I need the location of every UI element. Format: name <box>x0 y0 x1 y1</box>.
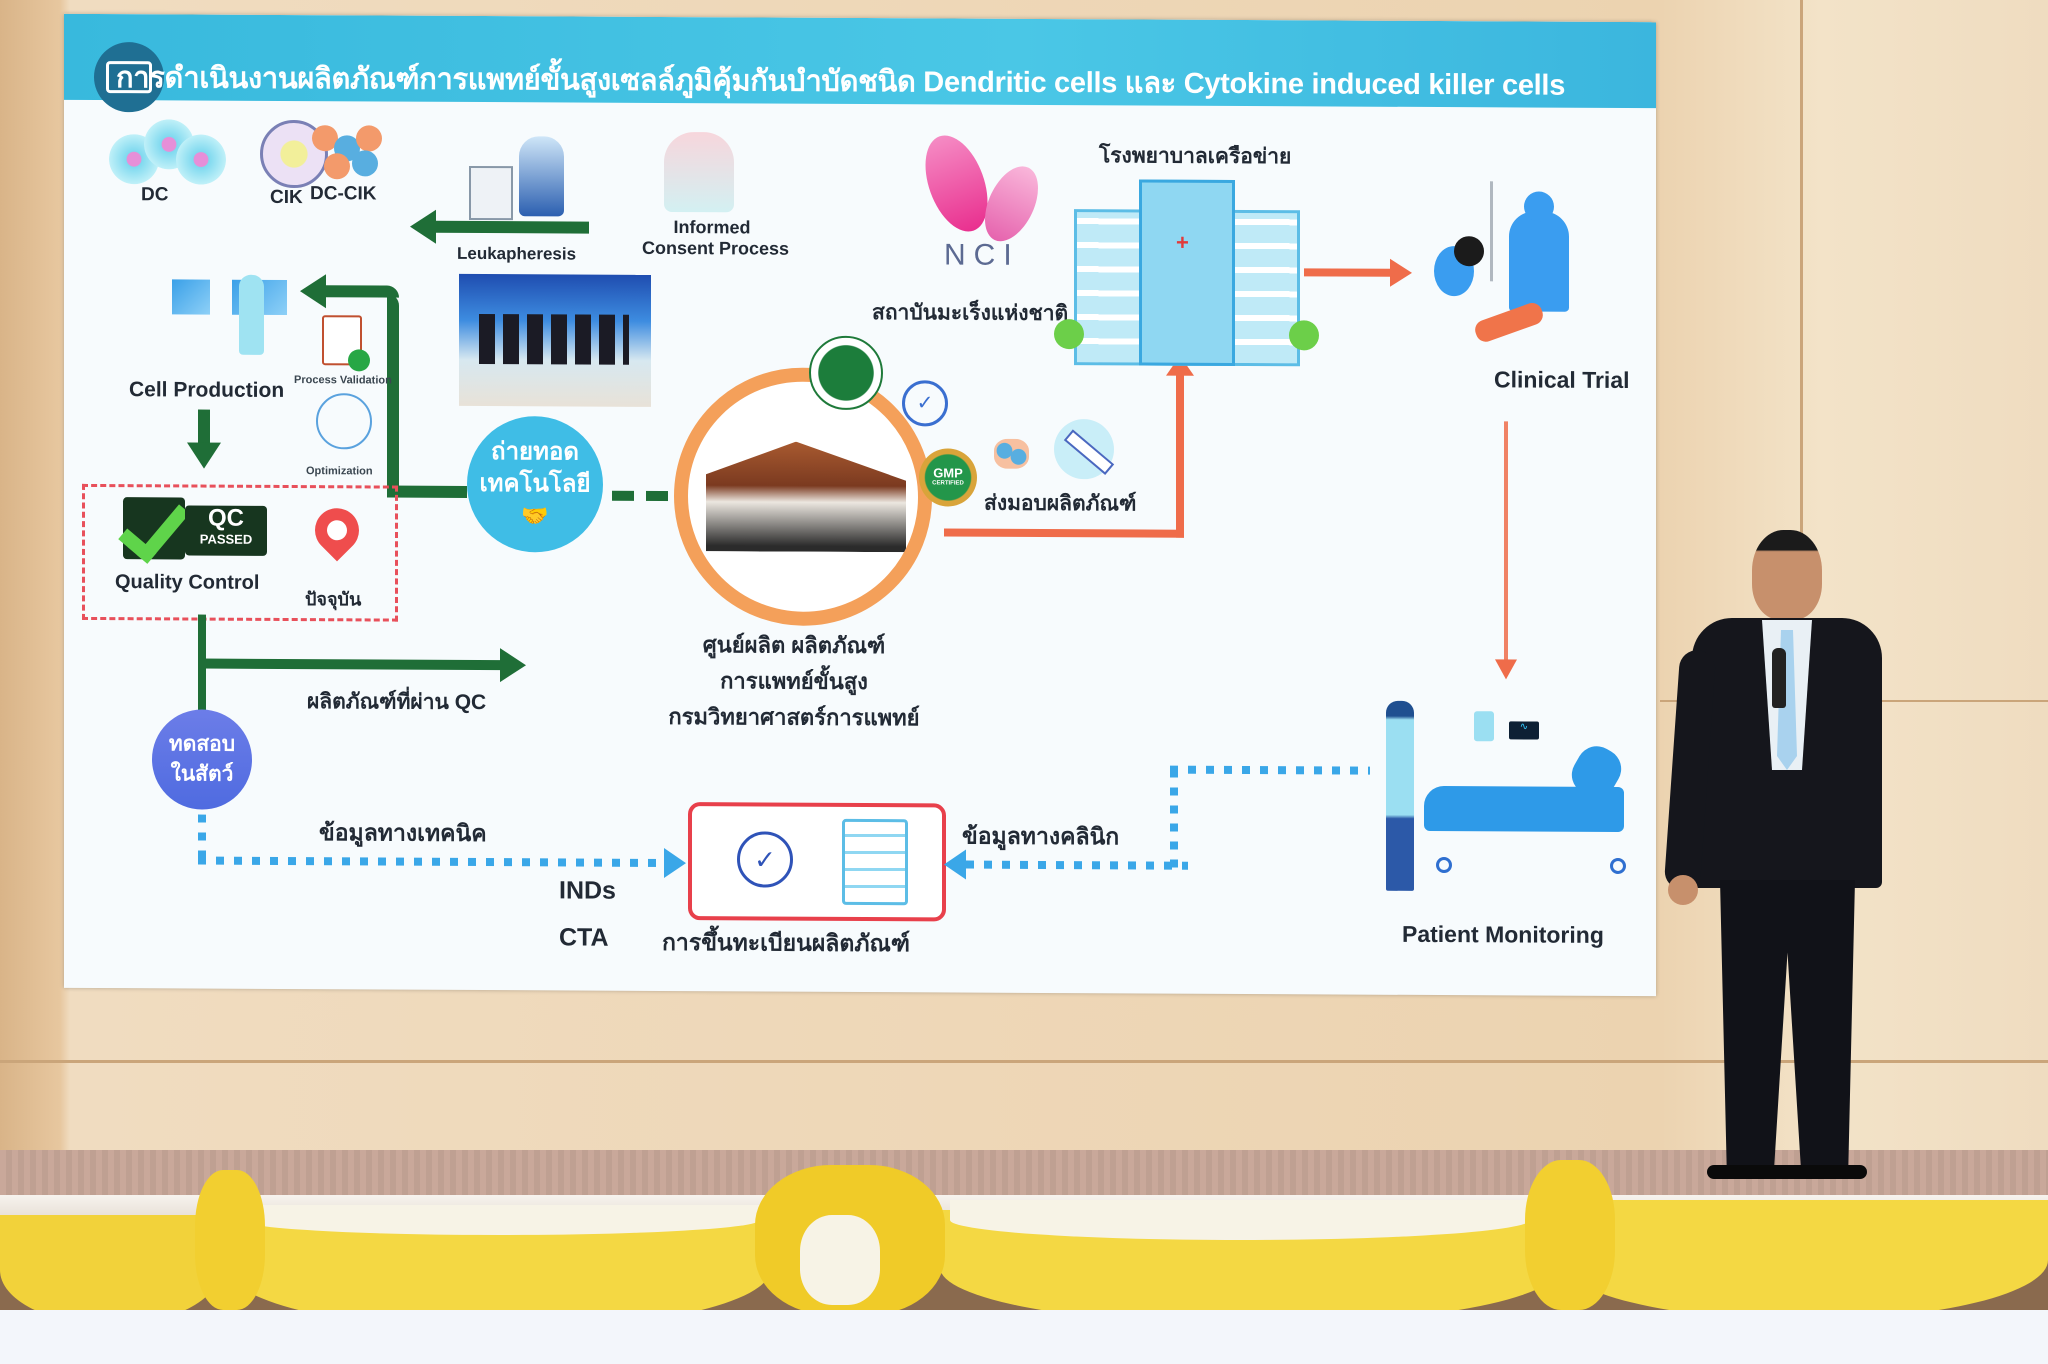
patient-monitoring-illustration: ∿ <box>1374 700 1634 892</box>
leukapheresis-machine-icon <box>469 165 513 221</box>
trial-to-monitoring-arrow-head <box>1495 659 1517 680</box>
hospital-building-icon: + <box>1054 179 1319 367</box>
qc-passed-badge: QC PASSED <box>118 488 268 564</box>
speaker-trousers <box>1720 880 1855 1170</box>
animal-test-badge: ทดสอบ ในสัตว์ <box>152 709 252 810</box>
tech-transfer-arrow-top <box>324 285 399 298</box>
cta-label: CTA <box>559 923 609 952</box>
clinical-trial-illustration <box>1434 181 1594 347</box>
syringe-icon <box>1054 419 1115 480</box>
speaker-hand <box>1668 875 1698 905</box>
slide-title-bar: การดำเนินงานผลิตภัณฑ์การแพทย์ขั้นสูงเซลล… <box>64 13 1656 113</box>
cell-production-lab-image <box>154 254 304 355</box>
delivery-arrow-horizontal <box>944 528 1184 538</box>
tree-icon <box>1054 319 1084 350</box>
cell-production-down-arrow-head <box>187 442 221 469</box>
hospital-to-trial-arrow-head <box>1390 258 1412 287</box>
fda-thailand-icon: ✓ <box>902 380 948 427</box>
technical-data-arrow-head <box>664 847 686 879</box>
wall-baseboard <box>0 1060 2048 1063</box>
location-pin-icon <box>305 499 369 562</box>
qc-down-line <box>198 614 206 725</box>
delivery-label: ส่งมอบผลิตภัณฑ์ <box>984 491 1137 516</box>
cells-small-icon <box>994 438 1029 469</box>
white-drape <box>950 1200 1530 1240</box>
doctor-figure <box>1386 700 1414 891</box>
fabric-rosette <box>800 1215 880 1305</box>
handshake-icon: 🤝 <box>521 503 549 529</box>
projection-screen: การดำเนินงานผลิตภัณฑ์การแพทย์ขั้นสูงเซลล… <box>64 13 1656 997</box>
cik-label: CIK <box>270 186 303 209</box>
dc-label: DC <box>141 184 169 206</box>
clinical-data-label: ข้อมูลทางคลินิก <box>962 822 1120 850</box>
clinical-data-dotted-line <box>1170 769 1178 870</box>
clinical-data-dotted-line <box>1170 765 1370 775</box>
iv-monitor <box>1474 711 1494 742</box>
informed-consent-label: Informed Consent Process <box>642 217 790 259</box>
process-validation-icon <box>322 315 370 372</box>
leukapheresis-label: Leukapheresis <box>457 243 577 264</box>
fabric-rosette <box>195 1170 265 1310</box>
dc-cik-label: DC-CIK <box>310 183 377 205</box>
document-sign-icon <box>842 818 908 906</box>
qc-product-arrow-line <box>202 658 502 671</box>
tech-transfer-badge: ถ่ายทอด เทคโนโลยี 🤝 <box>467 415 603 553</box>
nci-name-label: สถาบันมะเร็งแห่งชาติ <box>872 301 1069 326</box>
tree-icon <box>1289 320 1319 351</box>
speaker-person <box>1663 530 1912 1180</box>
hospital-to-trial-arrow <box>1304 268 1394 277</box>
yellow-drape <box>1560 1200 2048 1320</box>
patient-monitoring-label: Patient Monitoring <box>1402 920 1604 948</box>
qc-passed-product-label: ผลิตภัณฑ์ที่ผ่าน QC <box>307 690 487 715</box>
optimization-label: Optimization <box>306 465 373 478</box>
red-cross-icon: + <box>1176 229 1189 255</box>
ministry-public-health-logo <box>809 335 883 411</box>
current-status-label: ปัจจุบัน <box>305 589 362 610</box>
product-registration-box: ✓ <box>688 802 946 922</box>
informed-consent-icon <box>664 131 734 213</box>
production-center-ring <box>674 367 932 627</box>
tech-transfer-arrow-head <box>300 274 326 309</box>
patient-chair-icon <box>519 136 564 217</box>
table-cloth <box>0 1310 2048 1364</box>
clinical-trial-label: Clinical Trial <box>1494 366 1630 394</box>
network-hospital-label: โรงพยาบาลเครือข่าย <box>1099 144 1292 169</box>
nci-logo: NCI <box>913 127 1054 272</box>
fda-approval-icon: ✓ <box>737 831 793 888</box>
quality-control-label: Quality Control <box>115 571 260 594</box>
technical-data-label: ข้อมูลทางเทคนิค <box>319 819 487 847</box>
slide-title: การดำเนินงานผลิตภัณฑ์การแพทย์ขั้นสูงเซลล… <box>116 62 1566 102</box>
production-center-label: ศูนย์ผลิต ผลิตภัณฑ์ การแพทย์ขั้นสูง กรมว… <box>668 632 920 731</box>
product-registration-label: การขึ้นทะเบียนผลิตภัณฑ์ <box>662 928 910 957</box>
cell-production-down-arrow-line <box>198 409 210 445</box>
quality-control-box: QC PASSED Quality Control ปัจจุบัน <box>82 483 398 622</box>
heart-monitor: ∿ <box>1509 721 1539 740</box>
technical-data-dotted-line <box>198 856 668 867</box>
delivery-arrow-vertical <box>1176 371 1184 538</box>
cell-production-label: Cell Production <box>129 378 285 402</box>
clinical-data-dotted-line <box>966 860 1188 870</box>
stage-floor <box>0 1150 2048 1200</box>
gmp-certified-badge: GMP CERTIFIED <box>919 448 977 507</box>
qc-product-arrow-head <box>500 648 526 683</box>
microphone <box>1772 648 1786 708</box>
tech-transfer-arrow-bottom <box>387 485 467 498</box>
process-validation-label: Process Validation <box>294 374 392 387</box>
fabric-rosette <box>1525 1160 1615 1310</box>
yellow-drape <box>0 1215 220 1325</box>
white-drape <box>240 1205 760 1235</box>
optimization-icon <box>316 393 372 450</box>
inds-label: INDs <box>559 876 616 905</box>
tech-transfer-arrow-vertical <box>387 293 399 494</box>
signing-ceremony-photo <box>459 273 651 407</box>
leukapheresis-arrow-line <box>434 220 589 234</box>
speaker-head <box>1752 530 1822 620</box>
speaker-shoes <box>1707 1165 1867 1179</box>
trial-to-monitoring-arrow <box>1504 421 1508 662</box>
leukapheresis-arrow-head <box>410 209 436 244</box>
facility-building-photo <box>706 441 906 552</box>
